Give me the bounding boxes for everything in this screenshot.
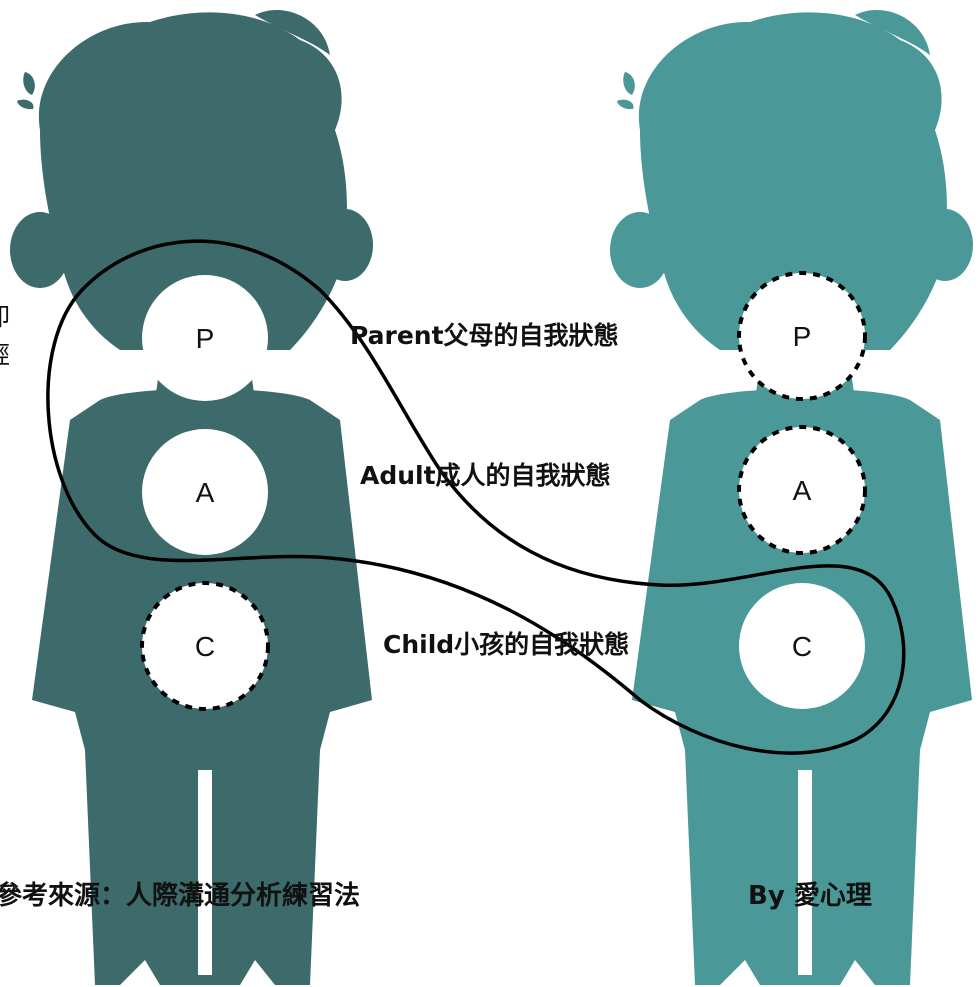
right-parent-letter: P — [793, 321, 812, 352]
left-edge-text-fragment-2: 經 — [0, 343, 10, 367]
left-child-letter: C — [195, 631, 215, 662]
right-ear-right — [917, 209, 973, 281]
left-sweat-drop-1 — [23, 72, 35, 95]
right-sweat-drop-2 — [617, 100, 634, 110]
left-leg-gap — [198, 770, 212, 975]
child-state-label: Child小孩的自我狀態 — [383, 632, 629, 657]
left-edge-text-fragment-1: 卽 — [0, 305, 10, 329]
left-state-circles: P A C — [142, 275, 268, 709]
left-ear-left — [10, 212, 70, 288]
right-ear-left — [610, 212, 670, 288]
source-credit: 參考來源：人際溝通分析練習法 — [0, 883, 360, 909]
adult-state-label: Adult成人的自我狀態 — [360, 463, 611, 488]
left-parent-letter: P — [196, 323, 215, 354]
right-state-circles: P A C — [739, 273, 865, 709]
left-ear-right — [317, 209, 373, 281]
right-sweat-drop-1 — [623, 72, 635, 95]
left-adult-letter: A — [196, 477, 215, 508]
right-adult-letter: A — [793, 475, 812, 506]
left-sweat-drop-2 — [17, 100, 34, 110]
author-credit: By 愛心理 — [748, 883, 872, 909]
right-child-letter: C — [792, 631, 812, 662]
right-leg-gap — [798, 770, 812, 975]
parent-state-label: Parent父母的自我狀態 — [350, 323, 619, 348]
